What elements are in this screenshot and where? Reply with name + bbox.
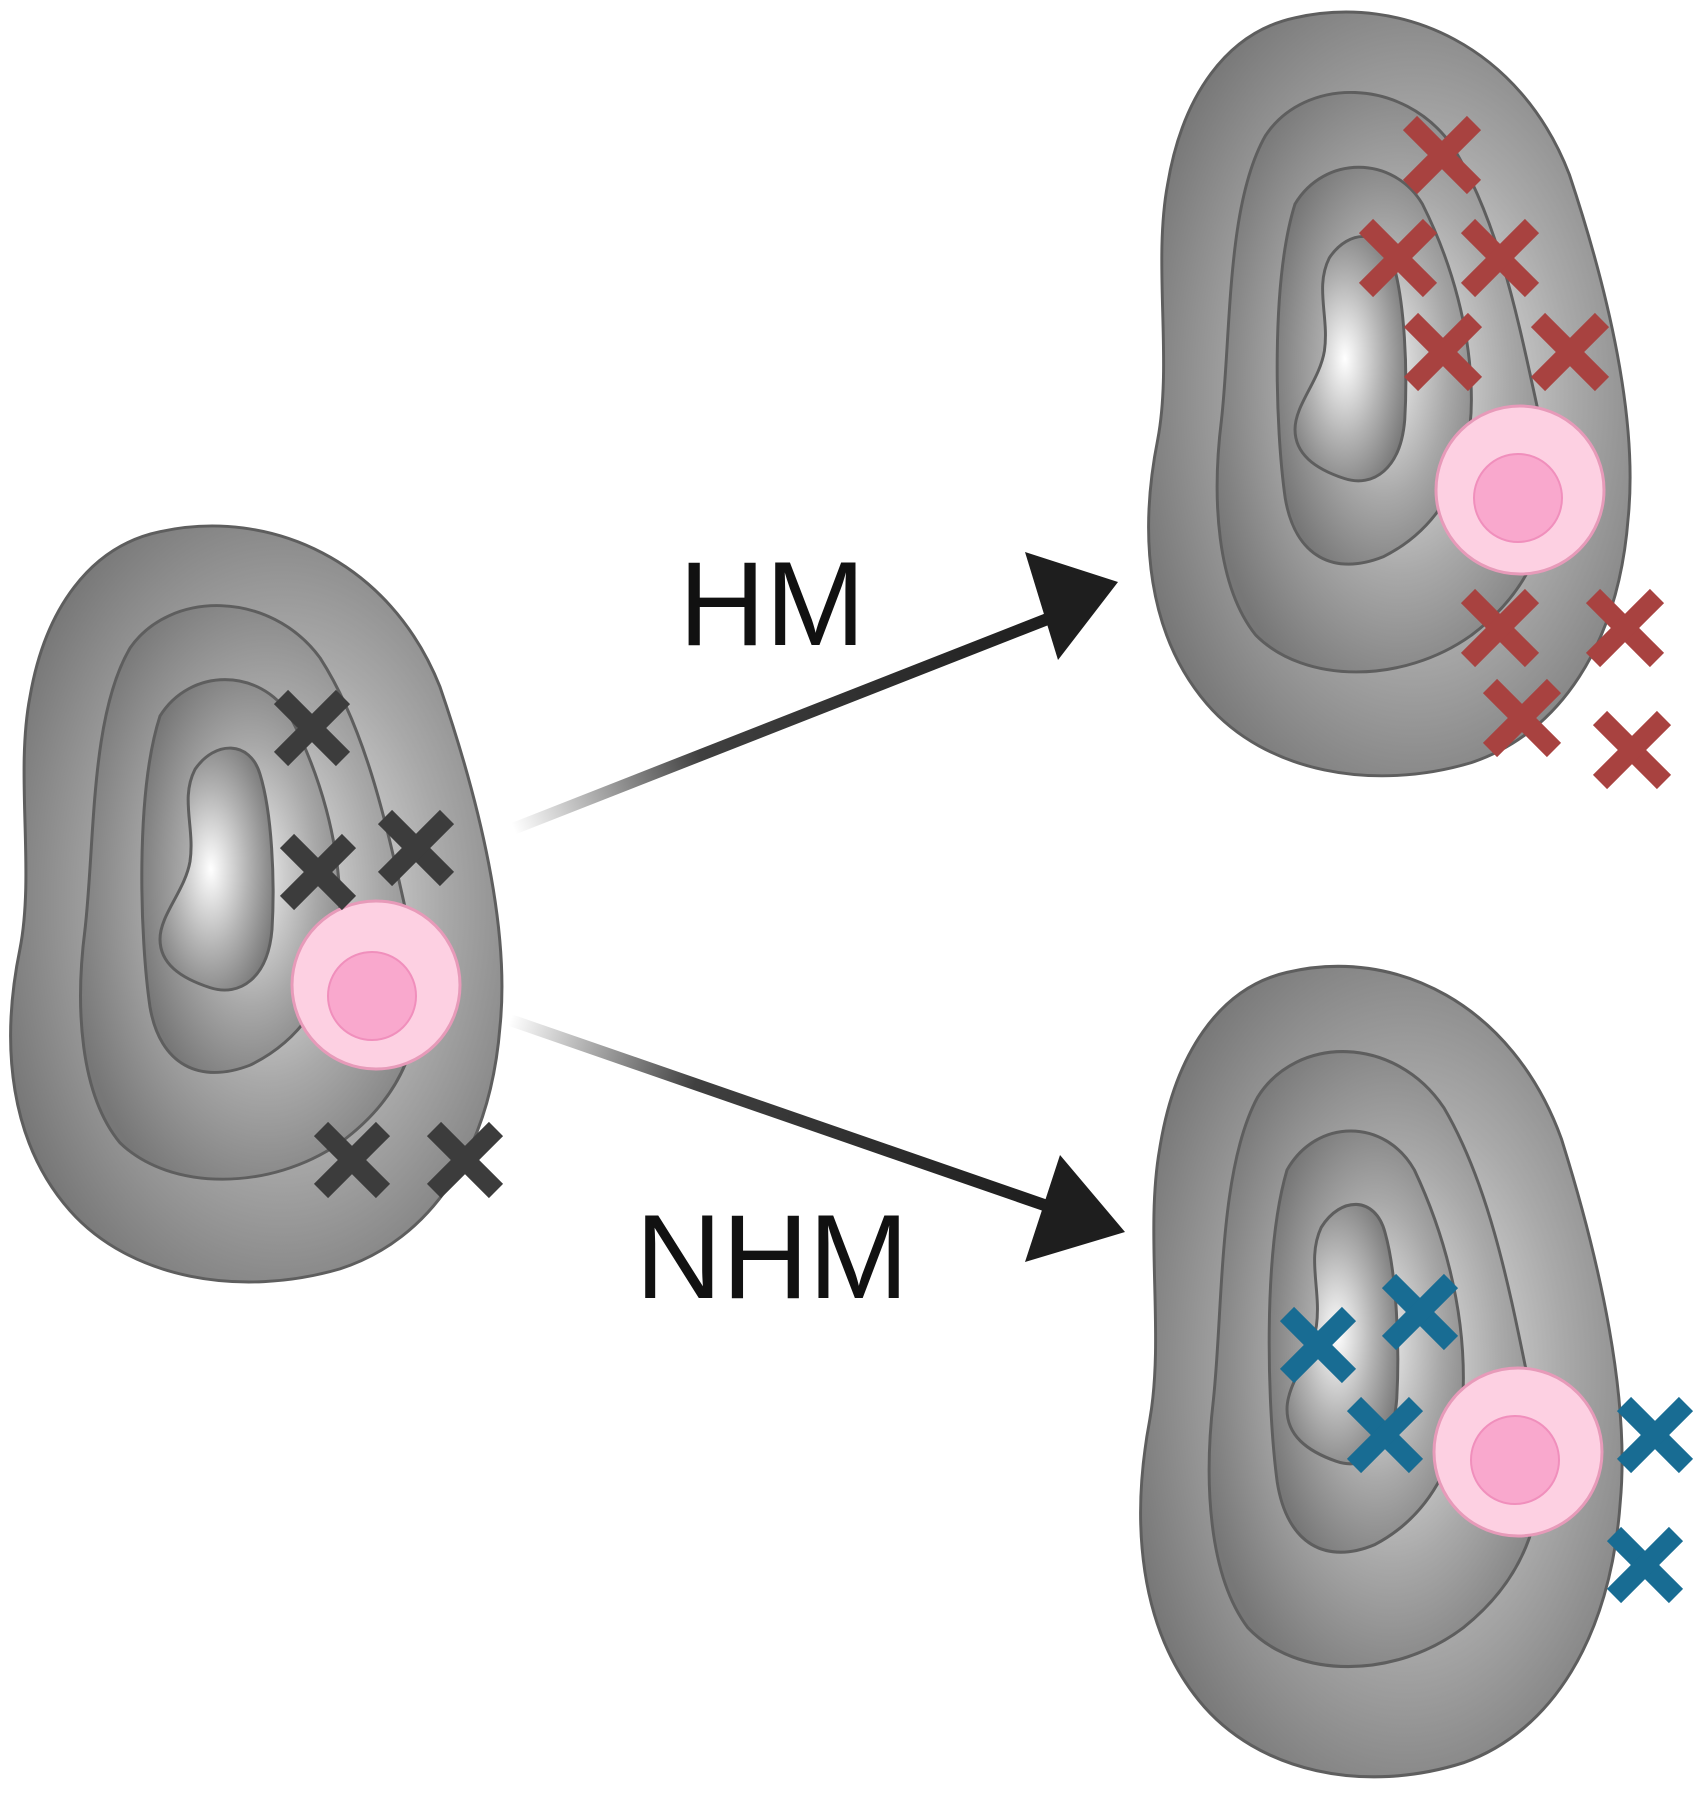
- cross-marker: [1482, 678, 1562, 758]
- hm-arrow: [507, 552, 1118, 836]
- cross-marker: [279, 833, 357, 911]
- cross-marker: [1530, 312, 1610, 392]
- nhm-arrow: [508, 1014, 1125, 1262]
- cell-hm: [1434, 404, 1606, 576]
- cross-marker: [1358, 218, 1438, 298]
- cross-marker: [1402, 115, 1482, 195]
- hm-crosses: [1358, 115, 1672, 790]
- initial-crosses: [273, 689, 504, 1199]
- cross-marker: [1592, 710, 1672, 790]
- cross-marker: [313, 1121, 391, 1199]
- cross-marker: [426, 1121, 504, 1199]
- cross-marker: [1606, 1526, 1684, 1604]
- cell-nhm: [1432, 1366, 1604, 1538]
- cross-marker: [273, 689, 351, 767]
- nhm-crosses: [1279, 1273, 1694, 1604]
- cross-marker: [1616, 1396, 1694, 1474]
- nhm-label: NHM: [635, 1190, 908, 1324]
- cross-marker: [1585, 588, 1665, 668]
- cross-marker: [1381, 1273, 1459, 1351]
- hm-landscape: [1147, 10, 1632, 778]
- cross-marker: [1279, 1306, 1357, 1384]
- nhm-landscape: [1139, 964, 1624, 1779]
- cross-marker: [1403, 312, 1483, 392]
- cross-marker: [1460, 588, 1540, 668]
- cross-marker: [1460, 218, 1540, 298]
- cell-initial: [290, 899, 462, 1071]
- hm-label: HM: [679, 537, 866, 671]
- cross-marker: [377, 809, 455, 887]
- initial-landscape: [9, 524, 504, 1284]
- cross-marker: [1346, 1396, 1424, 1474]
